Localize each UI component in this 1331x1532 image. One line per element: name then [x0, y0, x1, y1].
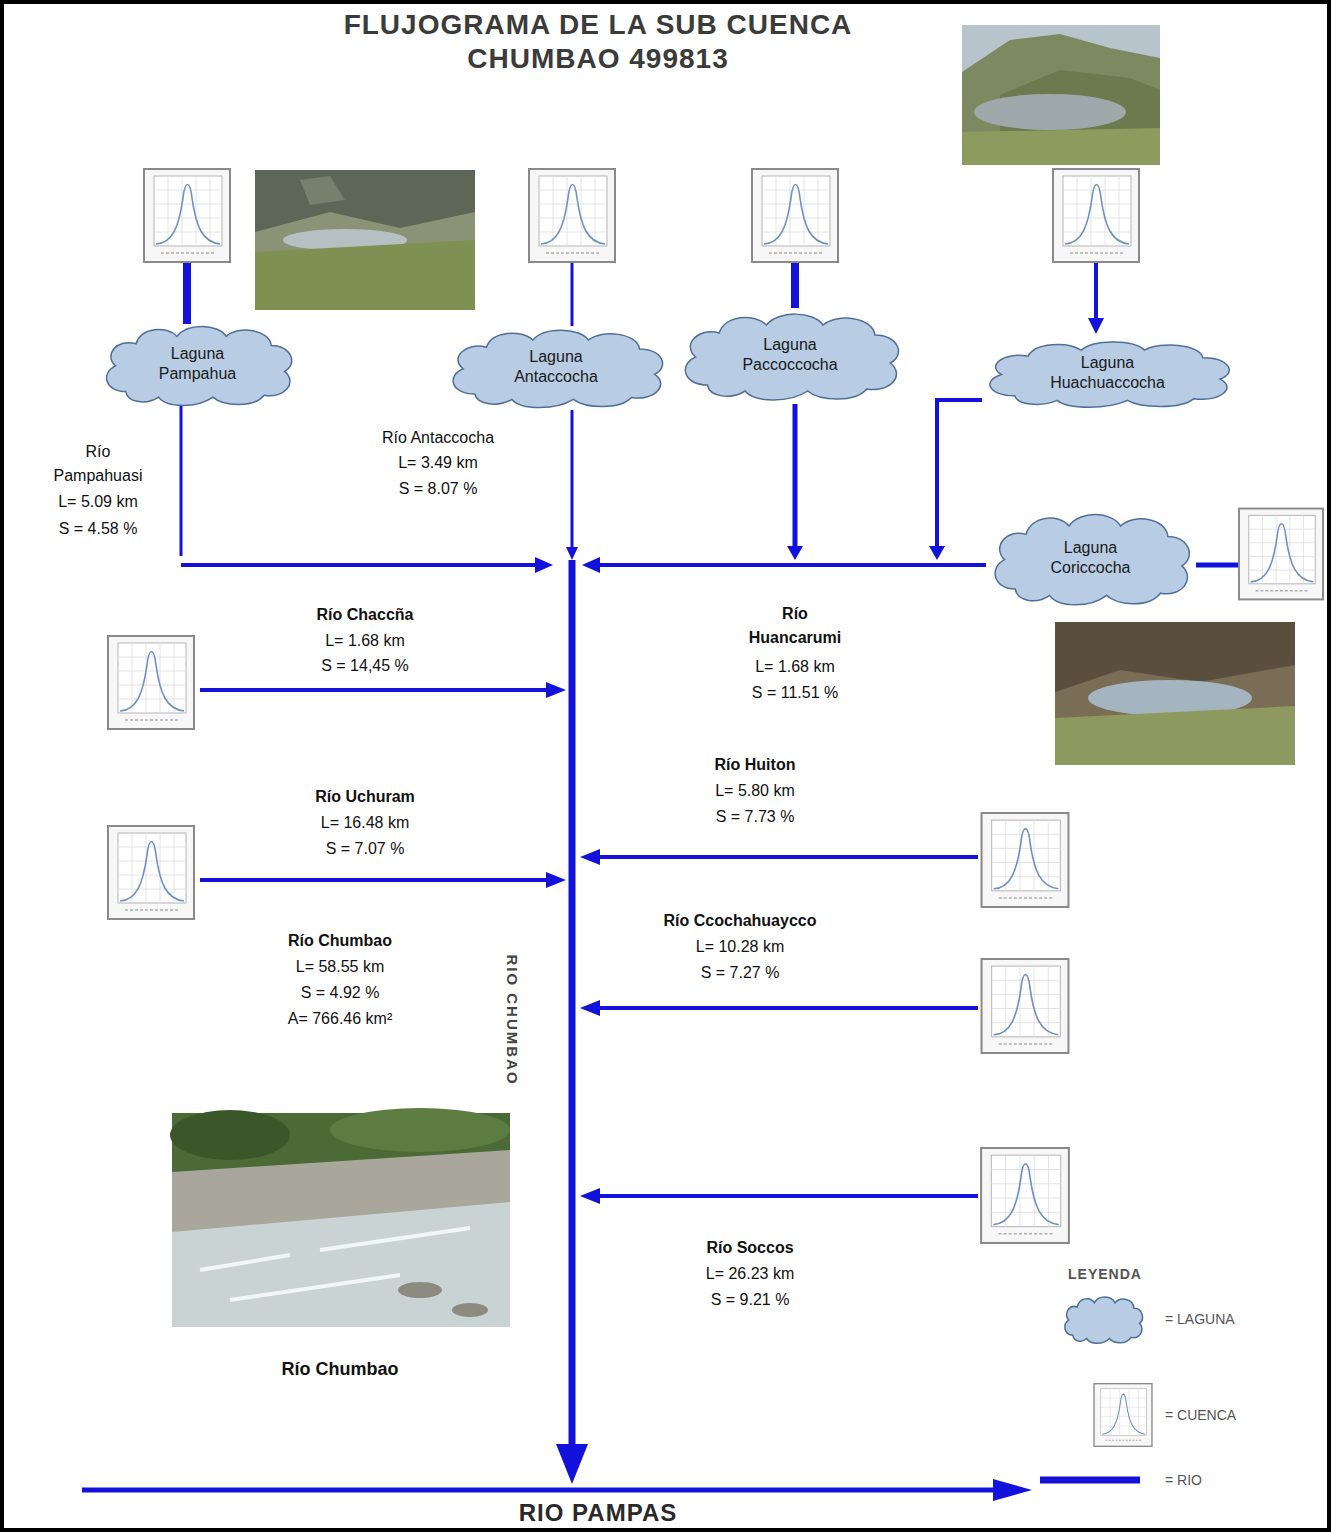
river-label: S = 11.51 % — [730, 681, 860, 705]
laguna-cloud: Laguna Paccoccocha — [672, 305, 908, 405]
river-label: Río Soccos — [680, 1236, 820, 1260]
cloud-outline — [440, 322, 672, 412]
river-label: S = 7.73 % — [690, 805, 820, 829]
river-label: L= 3.49 km — [373, 451, 503, 475]
river-label: Río Chaccña — [285, 603, 445, 627]
river-label: S = 4.92 % — [270, 981, 410, 1005]
river-label: S = 4.58 % — [33, 517, 163, 541]
legend-text: = LAGUNA — [1165, 1309, 1235, 1329]
legend-text: = RIO — [1165, 1470, 1202, 1490]
laguna-name: Laguna Paccoccocha — [728, 335, 853, 375]
laguna-name: Laguna Huachuaccocha — [1045, 353, 1170, 393]
river-label: Río Ccochahuaycco — [645, 909, 835, 933]
river-label: L= 5.80 km — [690, 779, 820, 803]
diagram-title: FLUJOGRAMA DE LA SUB CUENCA CHUMBAO 4998… — [298, 8, 898, 76]
river-label: L= 58.55 km — [270, 955, 410, 979]
node-text-group: Laguna Pampahua — [135, 344, 260, 384]
river-label: S = 14,45 % — [300, 654, 430, 678]
laguna-cloud: Laguna Pampahua — [95, 318, 300, 410]
river-label: Río Uchuram — [290, 785, 440, 809]
river-label: Río Huiton — [685, 753, 825, 777]
river-label: L= 1.68 km — [300, 629, 430, 653]
river-label: Río Huancarumi — [740, 602, 850, 650]
river-label: RIO PAMPAS — [448, 1500, 748, 1526]
river-label: LEYENDA — [1045, 1262, 1165, 1286]
node-text-group: Laguna Antaccocha — [494, 347, 619, 387]
river-label: S = 7.07 % — [300, 837, 430, 861]
cloud-outline — [95, 318, 300, 410]
vertical-river-name: RIO CHUMBAO — [503, 951, 521, 1088]
laguna-name: Laguna Antaccocha — [494, 347, 619, 387]
river-label: Río Chumbao — [250, 1357, 430, 1381]
river-label: L= 5.09 km — [33, 490, 163, 514]
river-label: S = 8.07 % — [373, 477, 503, 501]
river-label: Río Antaccocha — [358, 426, 518, 450]
river-label: A= 766.46 km² — [260, 1007, 420, 1031]
river-label: S = 7.27 % — [670, 961, 810, 985]
river-label: L= 10.28 km — [670, 935, 810, 959]
cloud-outline — [975, 335, 1240, 411]
node-text-group: Laguna Paccoccocha — [728, 335, 853, 375]
cloud-outline — [983, 505, 1198, 610]
laguna-cloud: Laguna Coriccocha — [983, 505, 1198, 610]
node-text-group: Laguna Huachuaccocha — [1045, 353, 1170, 393]
node-text-group: Laguna Coriccocha — [1028, 538, 1153, 578]
river-label: L= 1.68 km — [730, 655, 860, 679]
legend-text: = CUENCA — [1165, 1405, 1236, 1425]
river-label: Río Chumbao — [270, 929, 410, 953]
river-label: Río Pampahuasi — [48, 440, 148, 488]
laguna-cloud: Laguna Antaccocha — [440, 322, 672, 412]
river-label: S = 9.21 % — [680, 1288, 820, 1312]
river-label: L= 16.48 km — [300, 811, 430, 835]
laguna-name: Laguna Coriccocha — [1028, 538, 1153, 578]
cloud-outline — [672, 305, 908, 405]
laguna-cloud: Laguna Huachuaccocha — [975, 335, 1240, 411]
laguna-name: Laguna Pampahua — [135, 344, 260, 384]
river-label: L= 26.23 km — [680, 1262, 820, 1286]
